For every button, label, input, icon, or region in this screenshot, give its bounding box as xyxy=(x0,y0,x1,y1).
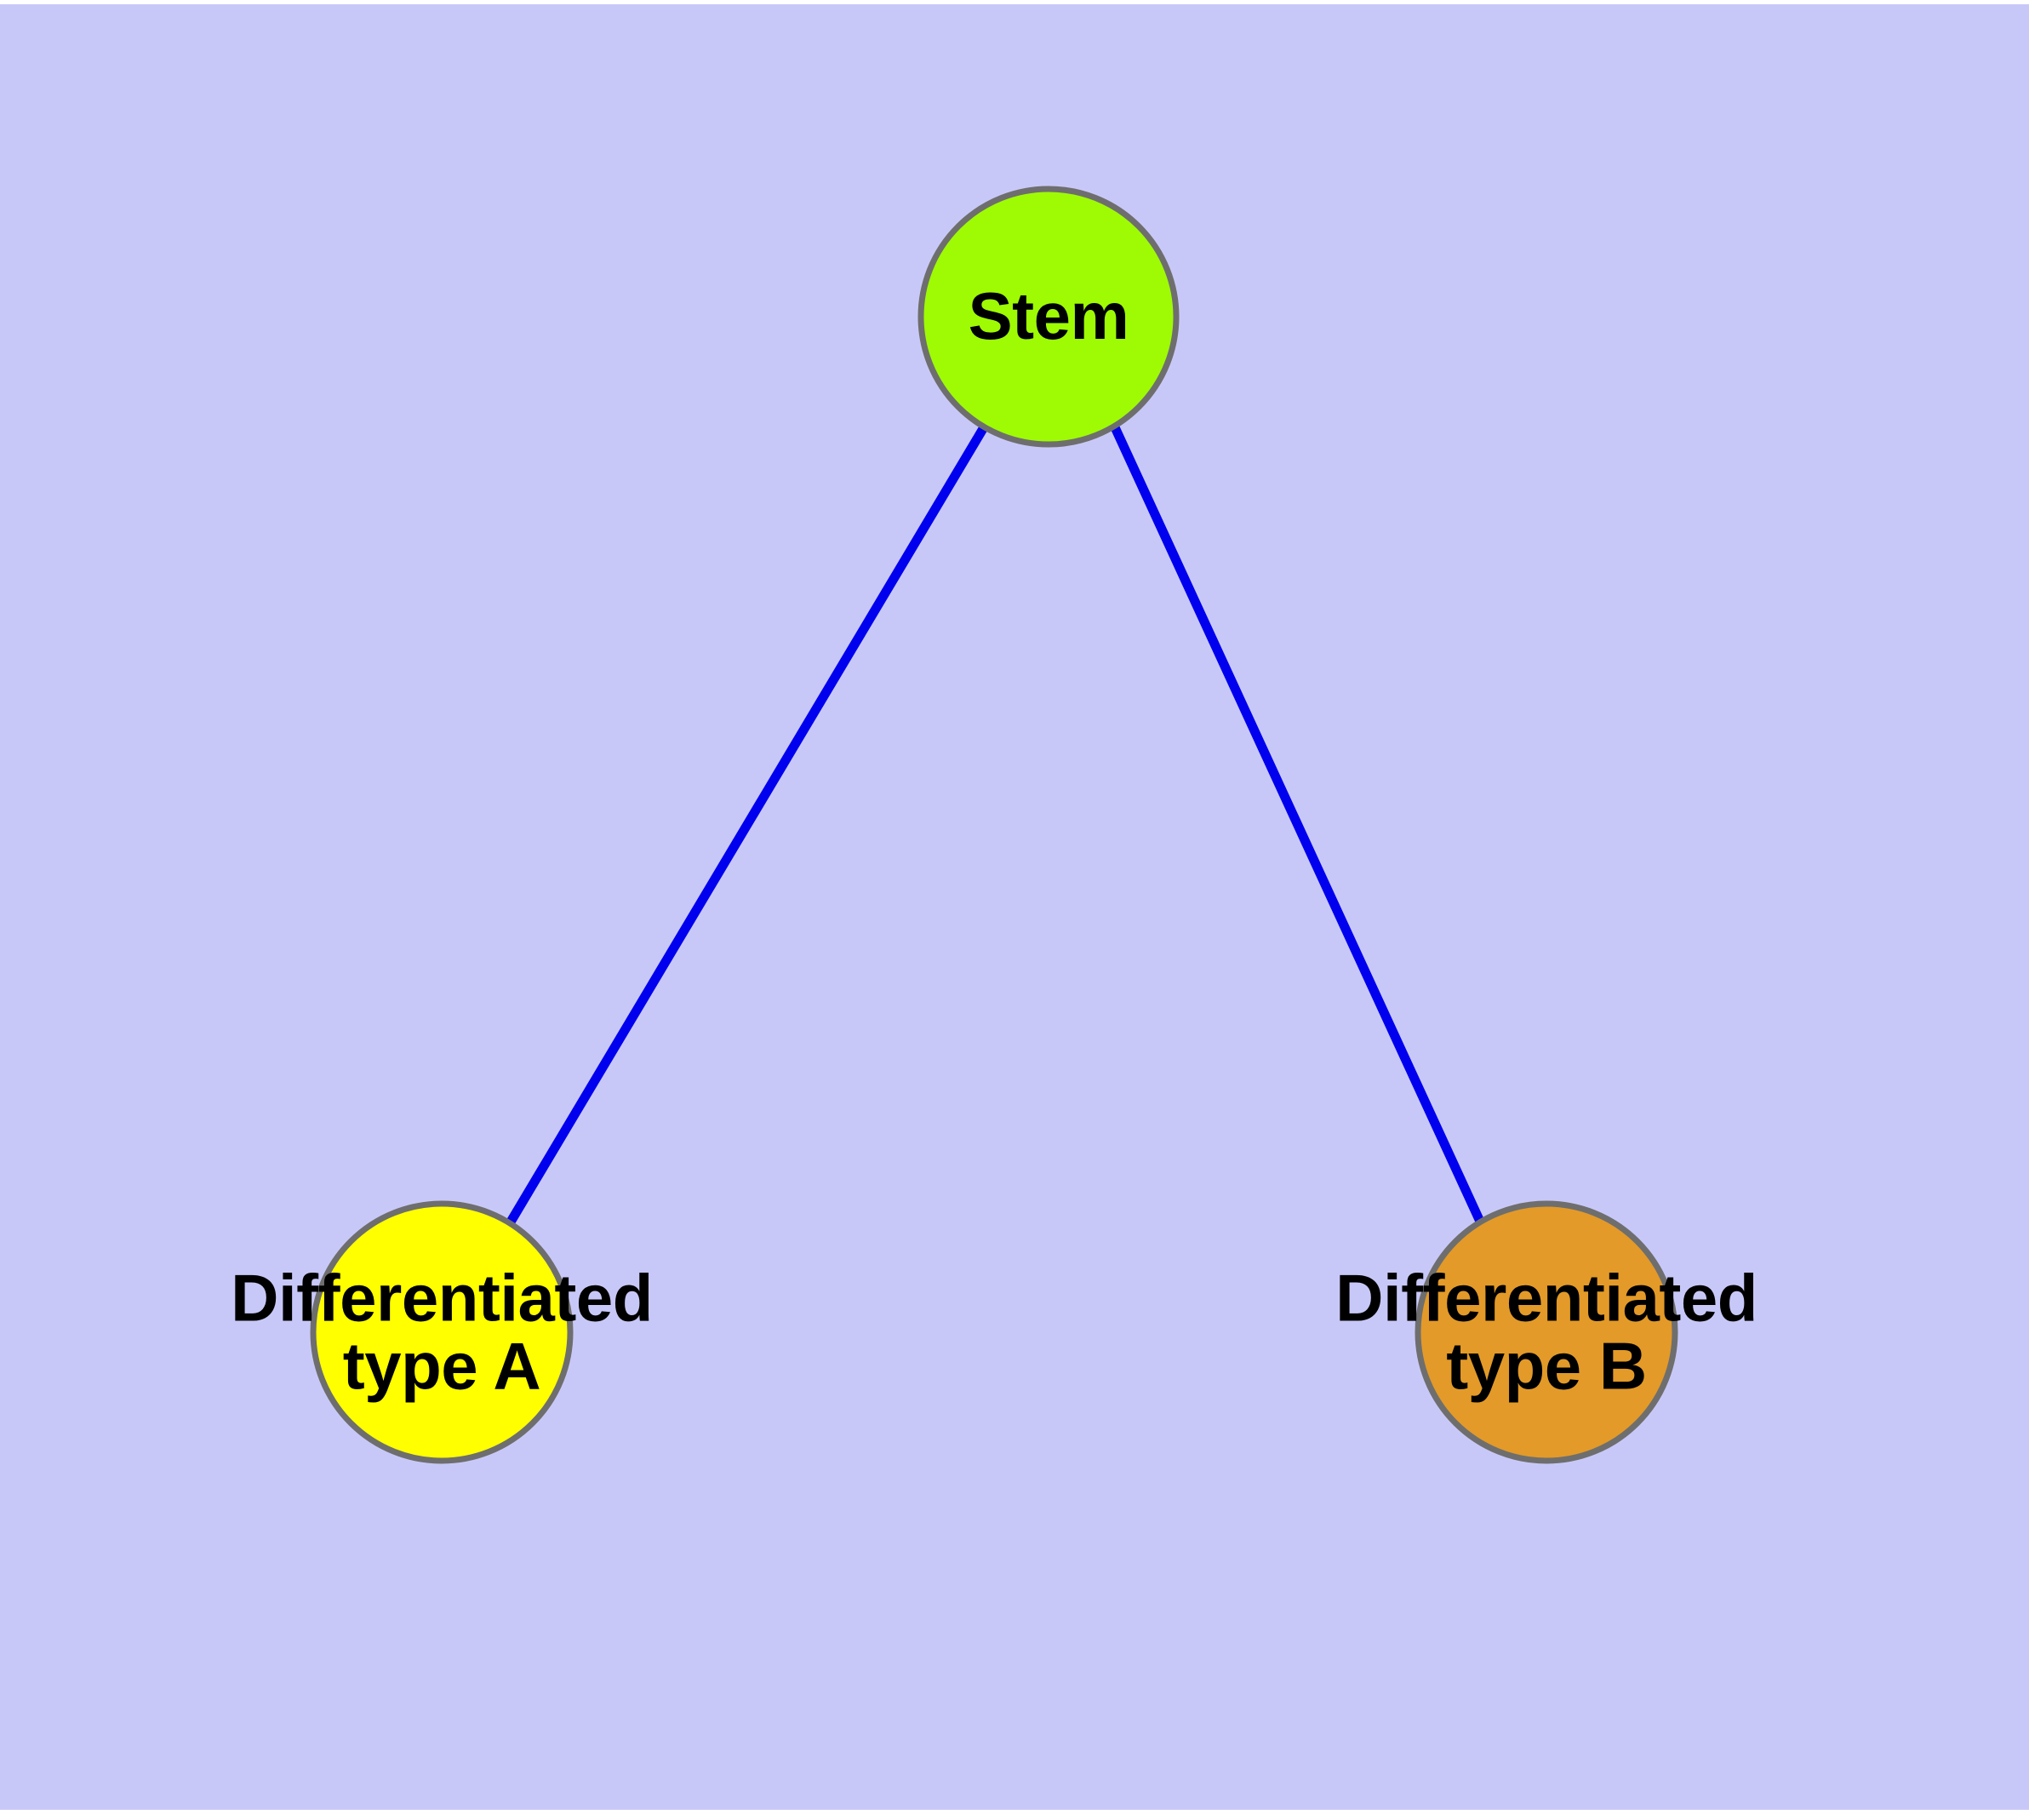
edge-stem-to-differentiated-type-a xyxy=(506,425,988,1226)
node-stem[interactable] xyxy=(917,186,1180,448)
edge-stem-to-differentiated-type-b xyxy=(1111,425,1485,1226)
edge-group xyxy=(506,425,1485,1226)
node-group xyxy=(310,186,1678,1464)
diagram-plot-area: Stem Differentiated type A Differentiate… xyxy=(0,4,2029,1810)
node-differentiated-type-b[interactable] xyxy=(1415,1200,1678,1464)
node-differentiated-type-a[interactable] xyxy=(310,1200,574,1464)
node-link-graph xyxy=(310,186,1678,1464)
